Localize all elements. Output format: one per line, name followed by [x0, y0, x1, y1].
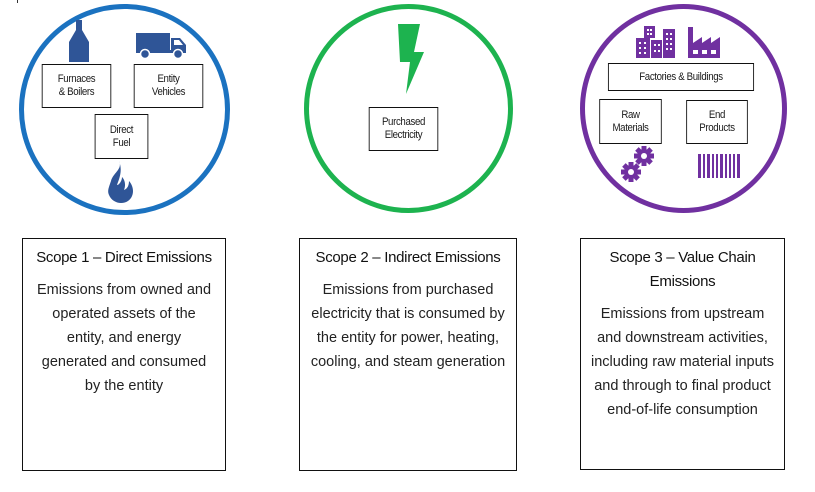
gears-icon — [621, 146, 654, 182]
factories-buildings-label: Factories & Buildings — [607, 63, 755, 91]
furnaces-boilers-label: Furnaces& Boilers — [41, 64, 112, 108]
edge-tick — [17, 0, 18, 3]
truck-icon — [136, 33, 186, 59]
scope3-circle — [580, 4, 787, 213]
flame-icon — [108, 161, 133, 203]
buildings-icon — [636, 26, 675, 58]
scope2-circle — [304, 4, 513, 213]
scope2-title: Scope 2 – Indirect Emissions — [315, 249, 501, 266]
bottle-icon — [69, 20, 89, 62]
scope1-title: Scope 1 – Direct Emissions — [36, 249, 212, 266]
scope3-description: Emissions from upstream and downstream a… — [591, 306, 774, 418]
scope1-circle — [19, 4, 230, 215]
scope1-card: Scope 1 – Direct Emissions Emissions fro… — [22, 238, 226, 471]
scope3-card: Scope 3 – Value Chain Emissions Emission… — [580, 238, 785, 470]
lightning-bolt-icon — [398, 24, 424, 94]
scope2-description: Emissions from purchased electricity tha… — [310, 282, 506, 370]
scope3-title: Scope 3 – Value Chain Emissions — [609, 249, 756, 290]
factory-icon — [688, 27, 720, 58]
scope1-description: Emissions from owned and operated assets… — [36, 282, 212, 394]
scope2-card: Scope 2 – Indirect Emissions Emissions f… — [299, 238, 517, 471]
barcode-icon — [698, 154, 740, 178]
